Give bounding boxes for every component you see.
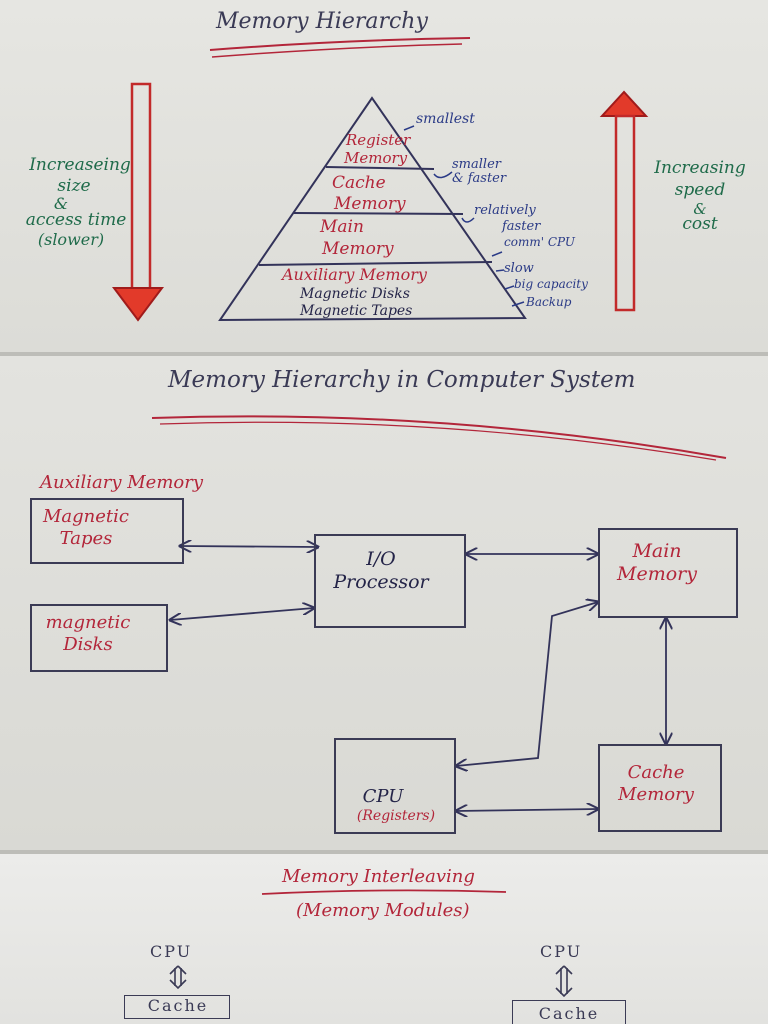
panel-divider [0,352,768,356]
cpu-registers-label: (Registers) [356,808,436,824]
main-memory-box [598,528,738,618]
computer-system-panel: Memory Hierarchy in Computer System Auxi… [0,356,768,850]
level-aux-line3: Magnetic Tapes [300,303,413,319]
level-aux-line2: Magnetic Disks [300,286,410,302]
interleaving-drawing [169,889,573,998]
magnetic-disks-box [30,604,168,672]
title-underline [209,37,471,51]
left-cpu-label: CPU [150,942,193,961]
disks-io-arrow [170,608,314,620]
io-processor-box [314,534,466,628]
memory-interleaving-panel: Memory Interleaving (Memory Modules) CPU… [0,854,768,1024]
magnetic-tapes-box [30,498,184,564]
pyramid-drawing [112,37,649,322]
annotation-relatively: relatively [474,203,536,218]
system-diagram [151,415,727,850]
level-register-line2: Memory [344,149,408,167]
panel-divider-2 [0,850,768,854]
cache-memory-box [598,744,722,832]
title-underline-2 [159,421,717,461]
level-aux-line1: Auxiliary Memory [282,265,427,284]
annotation-faster: & faster [452,171,507,186]
right-cpu-label: CPU [540,942,583,961]
level-main-line2: Memory [322,239,394,259]
cpu-label: CPU [362,786,404,807]
interleaving-title: Memory Interleaving [282,866,475,887]
right-label-3: & [693,200,707,218]
page-title: Memory Hierarchy [216,9,428,34]
left-label-1: Increaseing [29,155,131,175]
left-label-4: access time [25,210,127,230]
right-label-4: cost [682,214,718,234]
tapes-io-arrow [180,546,318,547]
pyramid [218,96,527,322]
left-cache-box [124,995,230,1019]
right-label-1: Increasing [654,158,746,178]
left-label-3: & [53,194,69,213]
annotation-comm-cpu: comm' CPU [504,235,575,249]
level-cache-line1: Cache [332,173,386,193]
title-underline-2 [211,43,463,58]
main-memory-label: Main Memory [617,540,697,585]
io-processor-label: I/O Processor [333,548,429,593]
annotation-backup: Backup [526,295,572,309]
level-register-line1: Register [346,131,411,149]
interleaving-subtitle: (Memory Modules) [296,900,470,921]
cache-memory-label: Cache Memory [618,762,694,805]
annotation-leaders [403,125,525,307]
magnetic-tapes-label: Magnetic Tapes [42,506,129,549]
cpu-box [334,738,456,834]
level-main-line1: Main [320,217,364,237]
connectors [170,546,666,811]
left-cpu-cache-arrow [169,965,187,990]
level-cache-line2: Memory [334,194,406,214]
left-cache-label: Cache [147,996,209,1015]
cpu-main-arrow [456,602,598,766]
cpu-cache-arrow [456,809,598,811]
system-title: Memory Hierarchy in Computer System [168,367,636,393]
interleaving-underline [261,889,507,895]
down-arrow-icon [112,82,164,322]
up-arrow-icon [599,90,649,312]
left-label-2: size [57,176,91,196]
right-cache-box [512,1000,626,1024]
annotation-smallest: smallest [416,111,475,127]
title-underline [151,415,727,459]
annotation-slow: slow [504,261,534,276]
right-label-2: speed [674,180,726,200]
right-cpu-cache-arrow [555,965,573,998]
aux-memory-label: Auxiliary Memory [40,472,204,493]
annotation-faster2: faster [502,219,541,234]
annotation-smaller: smaller [452,157,501,172]
left-label-5: (slower) [37,230,105,249]
annotation-big-capacity: big capacity [514,277,588,291]
right-cache-label: Cache [538,1004,600,1023]
magnetic-disks-label: magnetic Disks [45,612,131,655]
memory-hierarchy-panel: Memory Hierarchy Increaseing size & acce… [0,0,768,352]
